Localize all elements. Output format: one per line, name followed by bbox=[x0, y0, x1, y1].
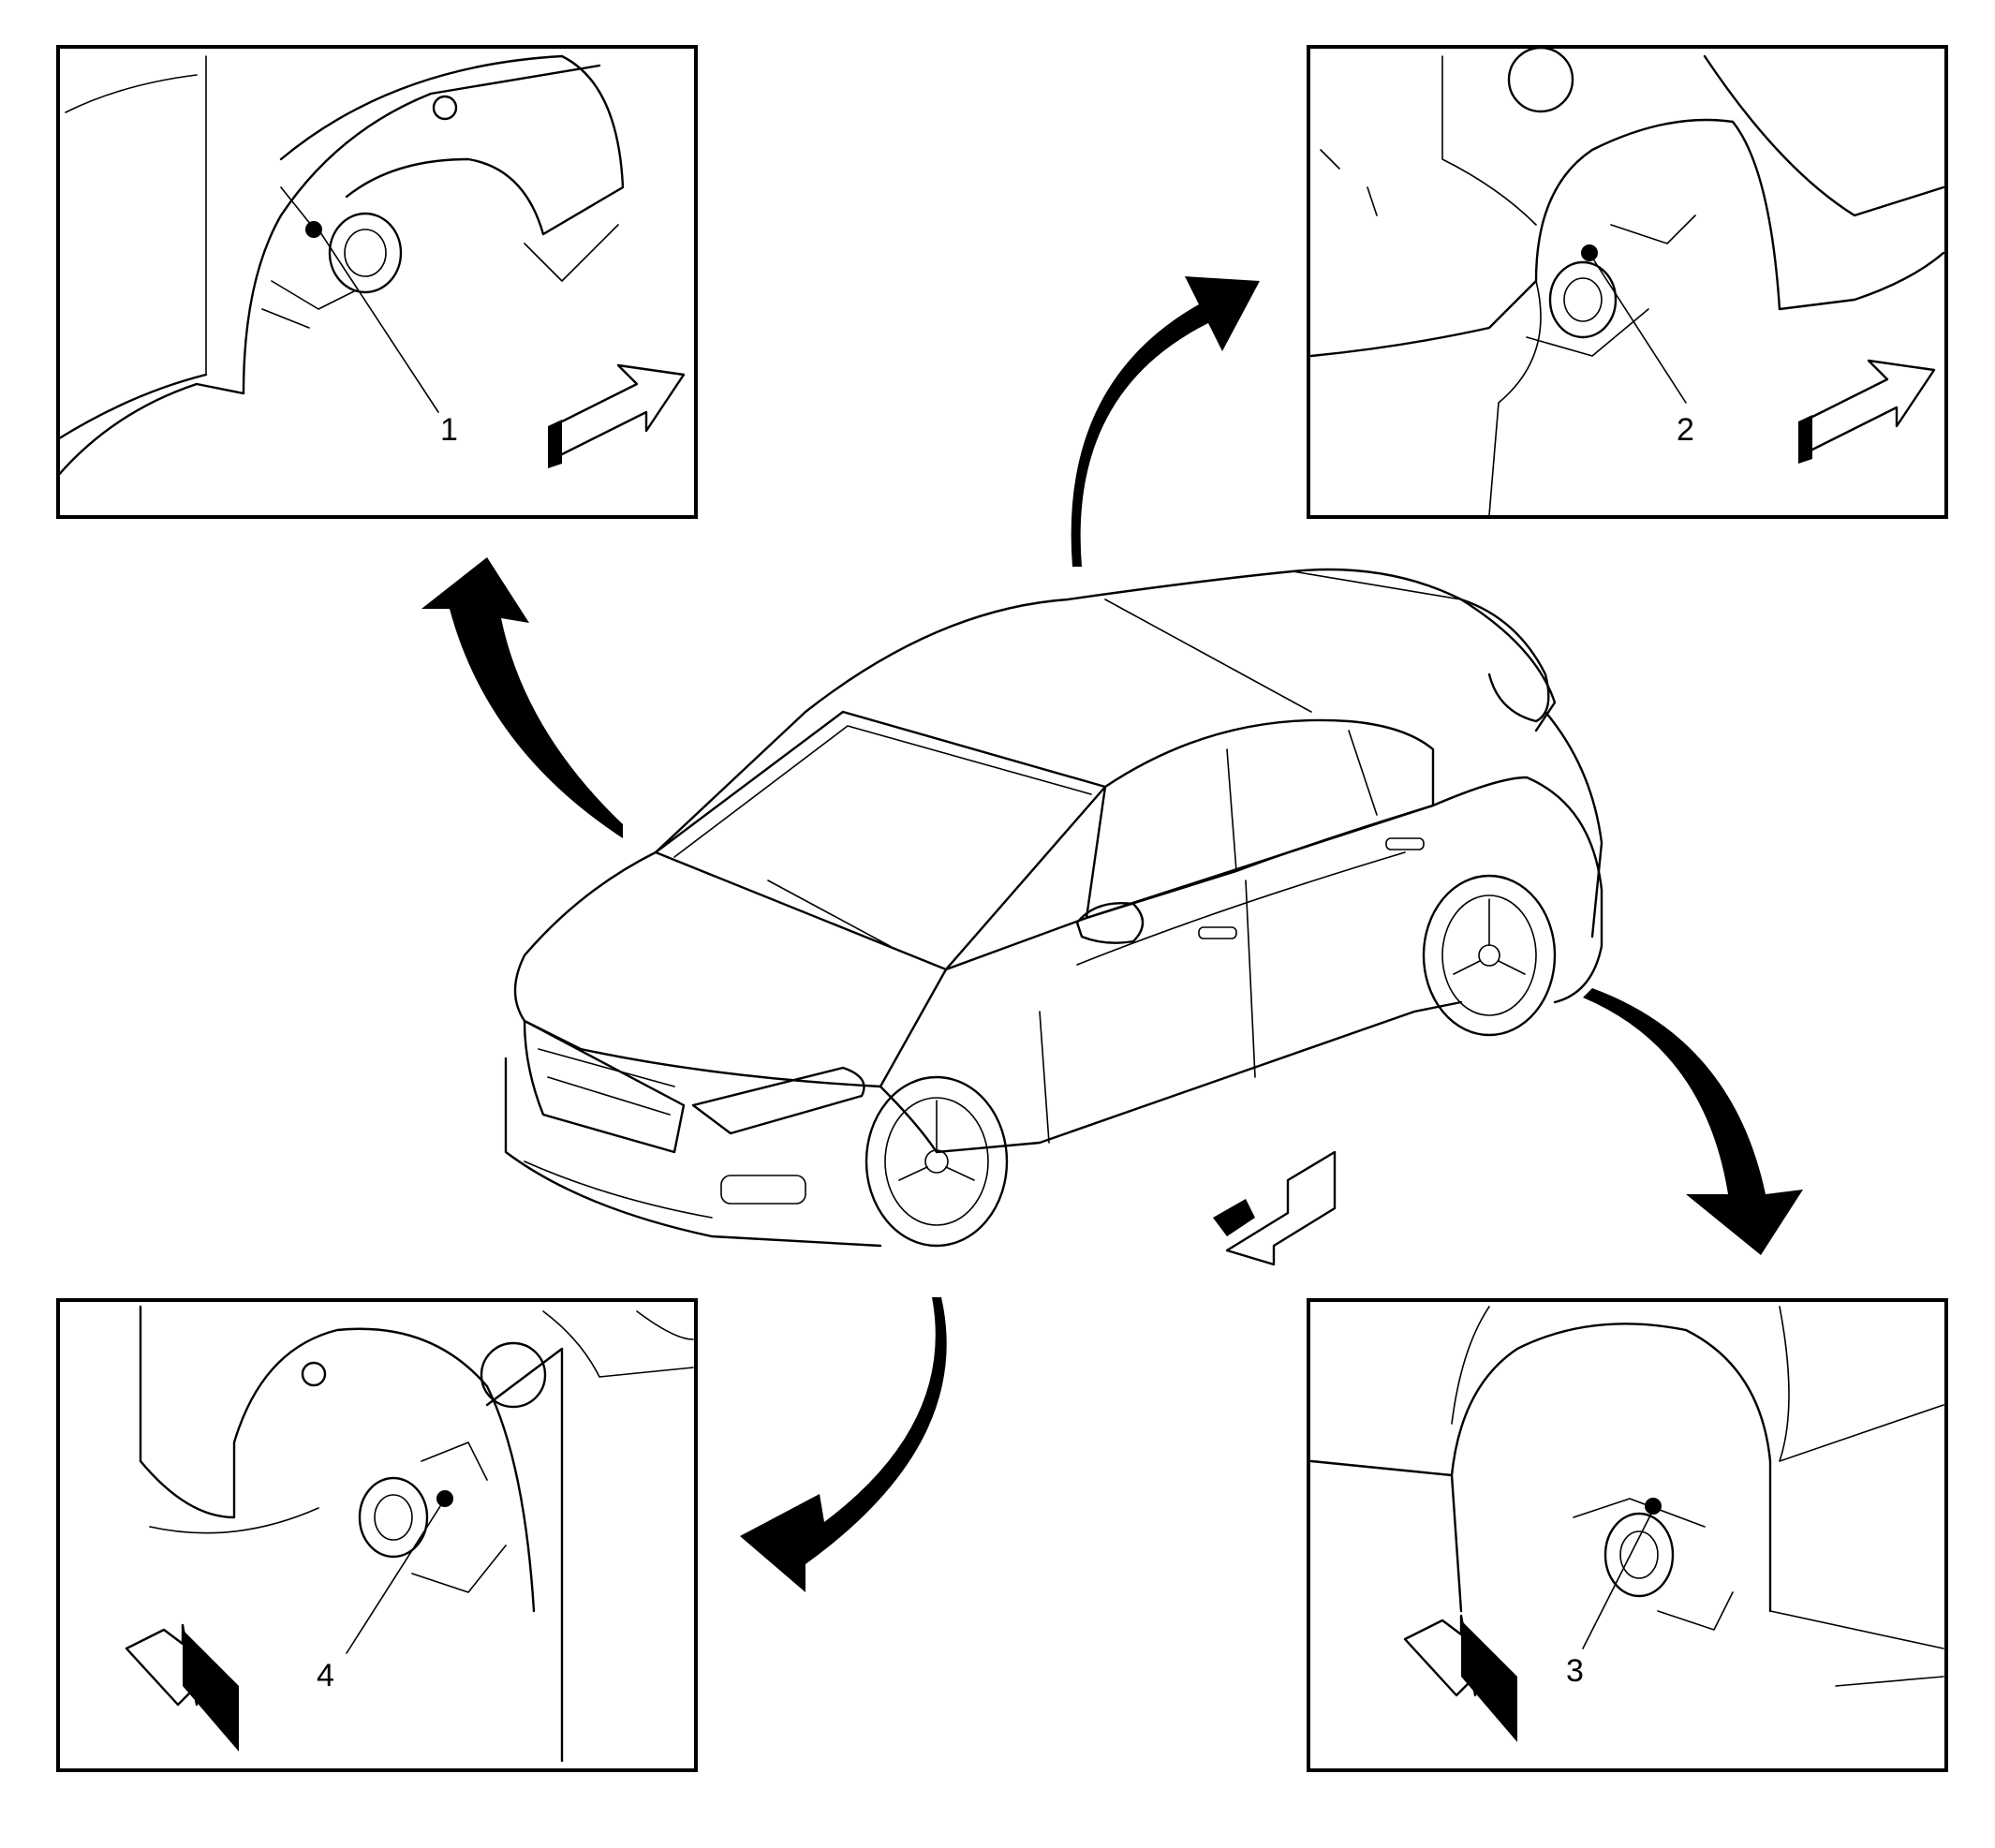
wheel-hub-icon bbox=[1526, 214, 1696, 357]
wheel-hub-icon bbox=[358, 1441, 507, 1593]
vehicle-direction-arrow-icon bbox=[1213, 1150, 1337, 1266]
detail-panel-2: 2 bbox=[1307, 45, 1948, 519]
curved-pointer-arrow-icon bbox=[421, 557, 623, 838]
wheel-hub-icon bbox=[261, 186, 403, 329]
callout-2: 2 bbox=[1677, 412, 1694, 448]
direction-arrow-icon bbox=[1798, 359, 1936, 464]
direction-arrow-icon bbox=[548, 363, 686, 468]
curved-pointer-arrow-icon bbox=[740, 1297, 947, 1592]
wheel-hub-icon bbox=[1573, 1498, 1734, 1631]
direction-arrow-icon bbox=[125, 1623, 239, 1752]
pointer-arrows bbox=[421, 276, 1803, 1592]
detail-panel-4: 4 bbox=[56, 1298, 698, 1772]
callout-4: 4 bbox=[317, 1658, 334, 1693]
detail-panel-1: 1 bbox=[56, 45, 698, 519]
callout-1: 1 bbox=[440, 412, 458, 448]
vehicle-overview bbox=[504, 568, 1603, 1248]
curved-pointer-arrow-icon bbox=[1583, 988, 1803, 1255]
callout-3: 3 bbox=[1566, 1653, 1584, 1689]
rear-wheel bbox=[1422, 874, 1557, 1037]
direction-arrow-icon bbox=[1403, 1614, 1517, 1742]
curved-pointer-arrow-icon bbox=[1071, 276, 1260, 567]
front-wheel bbox=[864, 1075, 1009, 1248]
detail-panel-3: 3 bbox=[1307, 1298, 1948, 1772]
